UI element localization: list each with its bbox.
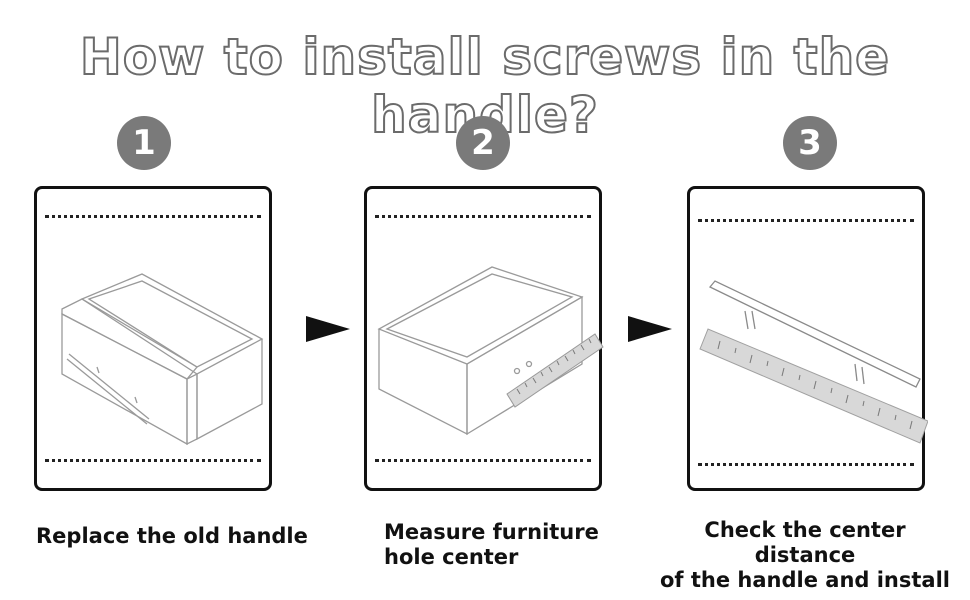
caption-line: of the handle and install (660, 568, 950, 592)
step-2-badge: 2 (456, 116, 510, 170)
step-3-caption: Check the center distance of the handle … (655, 518, 955, 593)
step-3-badge: 3 (783, 116, 837, 170)
arrow-right-icon (628, 316, 672, 342)
step-3-panel (687, 186, 928, 491)
dotted-guide-top (45, 215, 261, 218)
ruler-icon (506, 333, 604, 408)
caption-line: Replace the old handle (36, 524, 308, 548)
step-2-caption: Measure furniture hole center (384, 520, 599, 570)
caption-line: hole center (384, 545, 519, 569)
dotted-guide-bottom (45, 459, 261, 462)
drawer-illustration (61, 273, 264, 446)
dotted-guide-top (375, 215, 591, 218)
step-1-caption: Replace the old handle (36, 524, 308, 549)
caption-line: Check the center distance (704, 518, 906, 567)
step-2-panel (364, 186, 604, 491)
dotted-guide-top (698, 219, 914, 222)
handle-ruler-illustration (699, 280, 928, 444)
handle-icon (708, 280, 921, 388)
page-title: How to install screws in the handle? (79, 27, 891, 145)
step-1-badge: 1 (117, 116, 171, 170)
caption-line: Measure furniture (384, 520, 599, 544)
ruler-icon (699, 328, 928, 444)
dotted-guide-bottom (698, 463, 914, 466)
drawer-ruler-illustration (377, 266, 604, 436)
dotted-guide-bottom (375, 459, 591, 462)
arrow-right-icon (306, 316, 350, 342)
step-1-panel (34, 186, 272, 491)
